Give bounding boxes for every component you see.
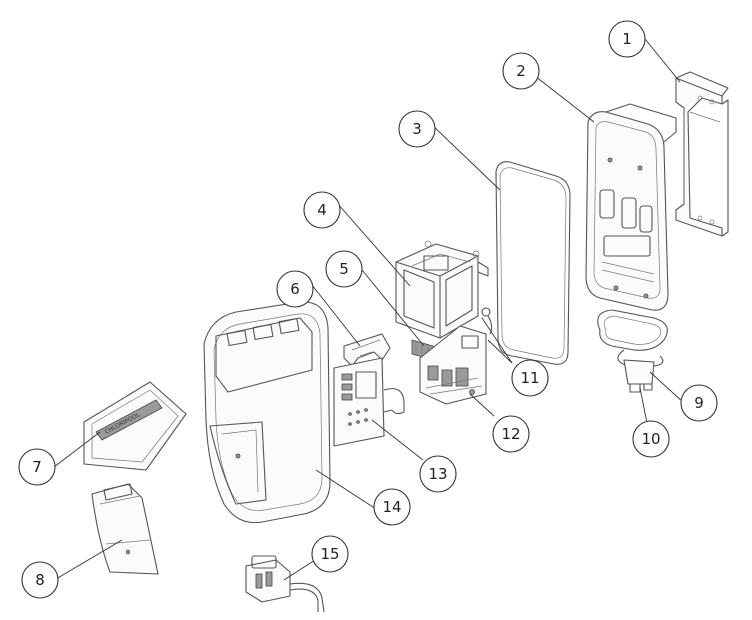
callout-label: 1 (622, 30, 632, 48)
callout-9: 9 (680, 384, 718, 422)
callout-label: 5 (339, 260, 349, 278)
part-11-screw (481, 307, 493, 335)
part-4-transformer (395, 240, 489, 339)
callout-6: 6 (276, 270, 314, 308)
callout-label: 3 (412, 120, 422, 138)
part-10-fitting (623, 359, 655, 393)
callout-label: 15 (320, 545, 339, 563)
part-1-mounting-bracket (675, 71, 729, 237)
callout-label: 8 (35, 571, 45, 589)
callout-7: 7 (18, 448, 56, 486)
callout-label: 12 (501, 425, 520, 443)
callout-14: 14 (373, 488, 411, 526)
part-12-circuit-board (419, 325, 487, 405)
callout-15: 15 (311, 535, 349, 573)
callout-label: 6 (290, 280, 300, 298)
callout-2: 2 (502, 52, 540, 90)
callout-label: 4 (317, 201, 327, 219)
part-6-clip (343, 333, 391, 367)
callout-1: 1 (608, 20, 646, 58)
part-13-keypad (333, 357, 405, 447)
part-15-cell-connector (245, 555, 325, 613)
leader-lines (53, 33, 685, 581)
callout-label: 7 (32, 458, 42, 476)
callout-11: 11 (511, 359, 549, 397)
callout-label: 10 (641, 430, 660, 448)
part-8-lower-door (91, 483, 159, 575)
part-3-gasket (495, 161, 571, 365)
callout-10: 10 (632, 420, 670, 458)
part-7-overlay-label: CHLORIPOOL (83, 381, 187, 471)
callout-8: 8 (21, 561, 59, 599)
part-14-front-cover (203, 301, 331, 524)
callout-label: 2 (516, 62, 526, 80)
callout-label: 13 (428, 465, 447, 483)
callout-label: 11 (520, 369, 539, 387)
part-9-cable-loop (597, 309, 668, 367)
callout-5: 5 (325, 250, 363, 288)
callout-4: 4 (303, 191, 341, 229)
callout-12: 12 (492, 415, 530, 453)
callout-label: 9 (694, 394, 704, 412)
part-2-rear-housing (585, 103, 677, 311)
callout-label: 14 (382, 498, 401, 516)
callout-13: 13 (419, 455, 457, 493)
callout-3: 3 (398, 110, 436, 148)
